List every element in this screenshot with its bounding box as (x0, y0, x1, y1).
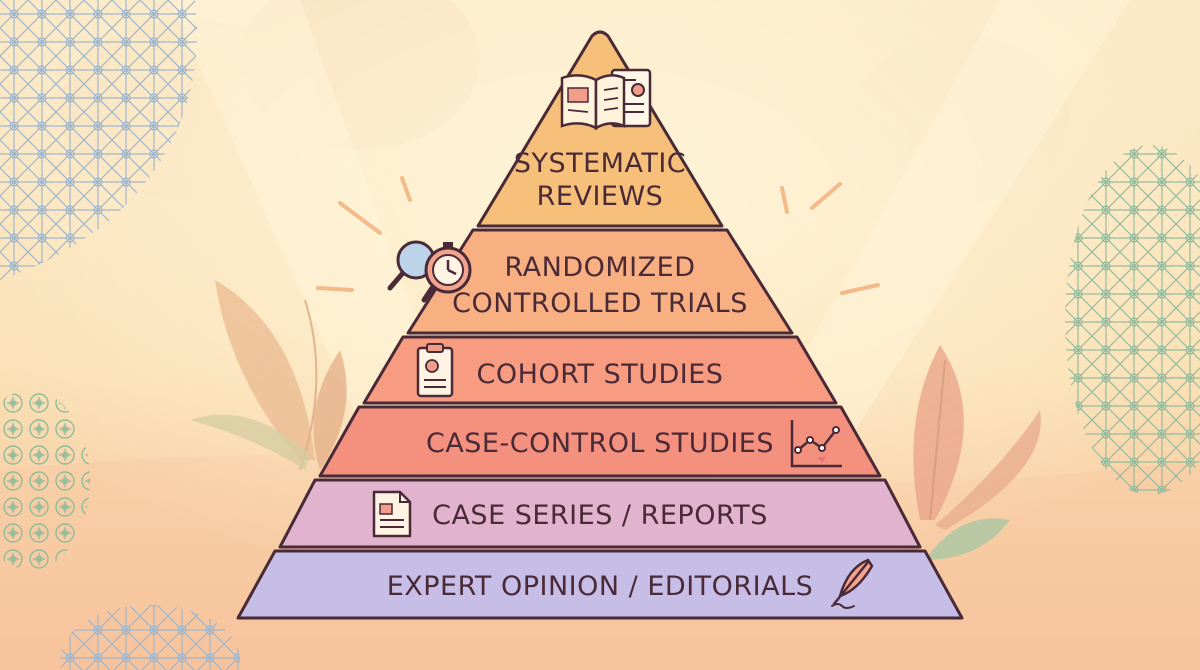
tier-expert-opinion-editorials (236, 549, 964, 620)
label-randomized-controlled-trials-line-1: RANDOMIZED (505, 252, 696, 283)
label-case-series-reports: CASE SERIES / REPORTS (432, 500, 768, 531)
label-case-control-studies: CASE-CONTROL STUDIES (426, 428, 774, 459)
label-systematic-reviews-line-2: REVIEWS (537, 181, 664, 212)
tier-systematic-reviews (476, 30, 724, 228)
tier-case-control-studies (318, 405, 882, 478)
tier-cohort-studies (362, 335, 838, 405)
leaves-left (190, 280, 347, 471)
feather-quill-icon (831, 558, 874, 609)
magnifier-stopwatch-icon (387, 240, 472, 303)
document-icon (372, 490, 412, 538)
label-expert-opinion-editorials: EXPERT OPINION / EDITORIALS (387, 571, 814, 602)
tier-randomized-controlled-trials (406, 228, 794, 335)
tier-case-series-reports (278, 478, 922, 549)
line-graph-icon (790, 420, 842, 468)
pyramid (236, 30, 964, 620)
sparkle-marks (316, 176, 880, 295)
label-cohort-studies: COHORT STUDIES (477, 359, 724, 390)
clipboard-chart-icon (416, 343, 454, 398)
label-randomized-controlled-trials-line-2: CONTROLLED TRIALS (452, 288, 748, 319)
pattern-right (1065, 145, 1200, 495)
leaves-right (913, 345, 1041, 560)
tier-labels: SYSTEMATIC REVIEWS RANDOMIZED CONTROLLED… (387, 148, 814, 602)
label-systematic-reviews-line-1: SYSTEMATIC (514, 148, 686, 179)
open-book-report-icon (560, 68, 652, 131)
